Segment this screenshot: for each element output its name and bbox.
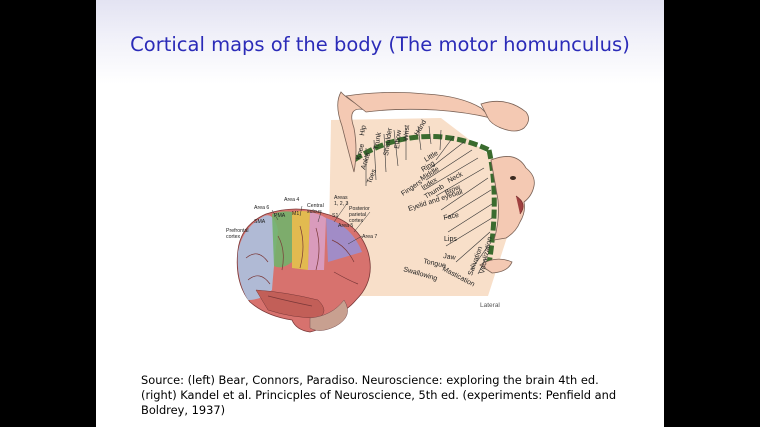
- label-lateral: Lateral: [480, 302, 500, 309]
- brain-gyri: [245, 225, 359, 307]
- prefrontal-label-2: cortex: [226, 234, 241, 240]
- label-wrist: Wrist: [403, 125, 411, 141]
- label-lips: Lips: [444, 236, 457, 243]
- cortex-strip-top: [352, 134, 491, 163]
- homunculus-tongue: [479, 258, 513, 274]
- brain-leaders: [271, 201, 371, 245]
- label-tongue: Tongue: [423, 258, 447, 270]
- label-toes: Toes: [366, 168, 378, 185]
- posterior-parietal-label-1: Posterior: [349, 206, 370, 212]
- brain-illustration: [236, 201, 371, 333]
- homunculus-figure: Area 6 Area 4 Areas 1, 2, 3 Central sulc…: [96, 0, 664, 427]
- label-shoulder: Shoulder: [383, 127, 394, 156]
- label-knee: Knee: [355, 143, 366, 161]
- source-line-2: (right) Kandel et al. Princicples of Neu…: [141, 388, 617, 402]
- label-elbow: Elbow: [394, 129, 403, 150]
- label-hip: Hip: [359, 125, 368, 137]
- areas123-label-2: 1, 2, 3: [334, 201, 349, 207]
- homunculus-eye: [510, 176, 516, 180]
- homunculus-mouth: [515, 195, 524, 215]
- figure-svg: Area 6 Area 4 Areas 1, 2, 3 Central sulc…: [226, 91, 535, 333]
- slide-title: Cortical maps of the body (The motor hom…: [130, 33, 630, 56]
- title-band: [96, 0, 664, 84]
- central-sulcus-label-1: Central: [307, 203, 324, 209]
- source-line-3: Boldrey, 1937): [141, 403, 226, 417]
- homunculus-face: [490, 156, 535, 241]
- pma-label: PMA: [274, 213, 286, 219]
- area6-region: [272, 211, 292, 268]
- posterior-parietal-label-3: cortex: [349, 218, 364, 224]
- homunculus-leg: [345, 92, 493, 119]
- s1-label: S1: [332, 213, 338, 219]
- label-trunk: Trunk: [373, 131, 383, 150]
- slide: Cortical maps of the body (The motor hom…: [96, 0, 664, 427]
- area4-region: [292, 211, 310, 270]
- source-line-1: Source: (left) Bear, Connors, Paradiso. …: [141, 373, 599, 387]
- sma-label: SMA: [254, 219, 266, 225]
- area6-label: Area 6: [254, 205, 269, 211]
- m1-label: M1: [292, 211, 299, 217]
- area4-label: Area 4: [284, 197, 299, 203]
- cerebellum: [309, 299, 348, 331]
- central-sulcus-label-2: sulcus: [307, 209, 322, 215]
- cortex-strip-side: [485, 149, 497, 271]
- s1-region: [308, 212, 326, 270]
- areas123-label-1: Areas: [334, 195, 348, 201]
- label-jaw: Jaw: [443, 253, 457, 262]
- source-citation: Source: (left) Bear, Connors, Paradiso. …: [141, 373, 661, 418]
- area7-label: Area 7: [362, 234, 377, 240]
- homunculus-leaders: [365, 125, 493, 275]
- parietal-region: [326, 218, 362, 262]
- label-face: Face: [443, 212, 460, 222]
- prefrontal-label-1: Prefrontal: [226, 228, 249, 234]
- posterior-parietal-label-2: parietal: [349, 212, 366, 218]
- homunculus-hand: [480, 100, 529, 132]
- area5-label: Area 5: [338, 223, 353, 229]
- beige-wedge: [328, 118, 511, 296]
- prefrontal-region: [237, 215, 278, 300]
